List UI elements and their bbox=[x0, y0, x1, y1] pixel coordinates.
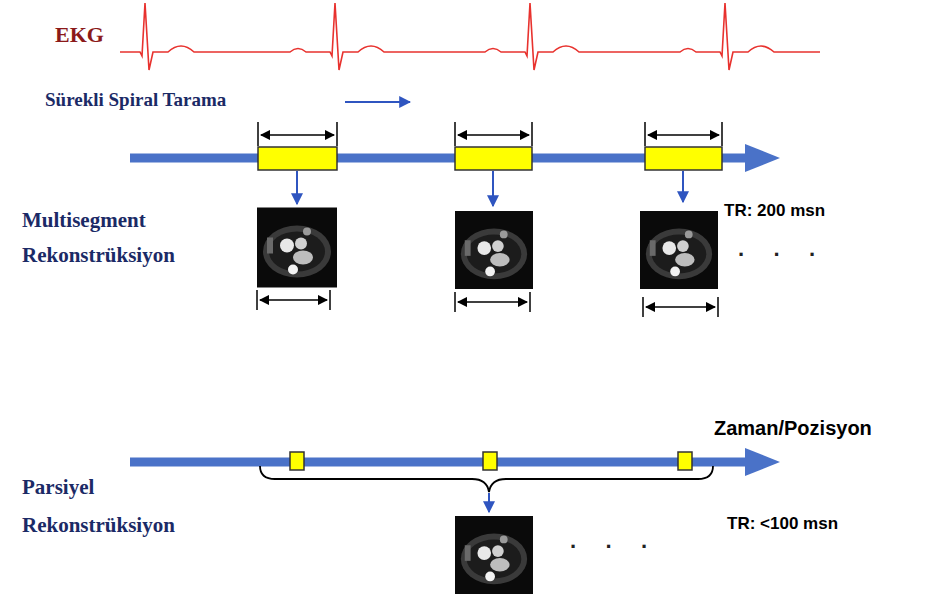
data-window bbox=[455, 147, 532, 170]
data-window bbox=[290, 452, 304, 470]
recon-arrow bbox=[488, 493, 490, 512]
continuation-dots: · · · bbox=[570, 532, 648, 562]
data-window bbox=[483, 452, 497, 470]
time-axis-head bbox=[745, 144, 780, 172]
resolution-note: TR: 200 msn bbox=[724, 200, 825, 222]
recon-arrows bbox=[297, 171, 683, 206]
ct-image bbox=[455, 211, 533, 289]
method-label: Multisegment Rekonstrüksiyon bbox=[22, 203, 232, 273]
time-axis bbox=[130, 458, 750, 467]
data-window bbox=[678, 452, 692, 470]
data-window bbox=[258, 147, 337, 170]
ct-image bbox=[455, 516, 533, 594]
method-label: Parsiyel Rekonstrüksiyon bbox=[22, 468, 232, 544]
ct-image bbox=[640, 211, 718, 289]
continuation-dots: · · · bbox=[738, 240, 816, 270]
brace bbox=[260, 466, 713, 492]
dimension-arrows bbox=[258, 122, 722, 146]
ekg-trace bbox=[120, 3, 820, 70]
scan-label: Sürekli Spiral Tarama bbox=[45, 88, 226, 112]
data-window bbox=[645, 147, 722, 170]
ct-image bbox=[257, 208, 337, 288]
axis-label: Zaman/Pozisyon bbox=[714, 415, 872, 441]
time-axis-head bbox=[745, 448, 780, 476]
direction-arrow bbox=[345, 101, 410, 103]
dimension-arrows bbox=[257, 290, 718, 317]
signal-name: EKG bbox=[55, 21, 104, 49]
resolution-note: TR: <100 msn bbox=[727, 513, 838, 535]
